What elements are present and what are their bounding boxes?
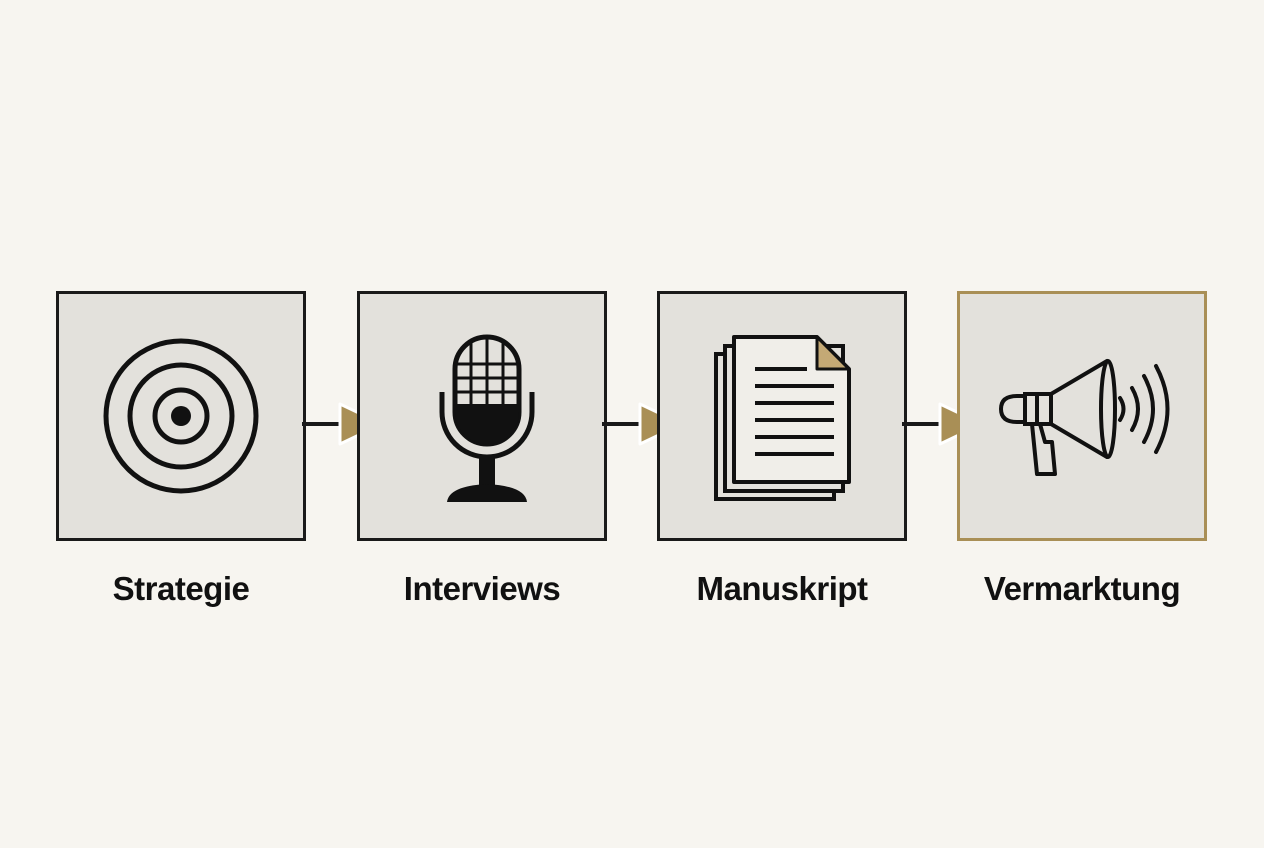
step-box — [957, 291, 1207, 541]
step-box — [56, 291, 306, 541]
microphone-icon — [439, 334, 535, 502]
step-label-manuskript: Manuskript — [696, 570, 868, 607]
step-label-strategie: Strategie — [112, 570, 250, 607]
step-label-interviews: Interviews — [403, 570, 561, 607]
documents-icon — [714, 335, 851, 501]
step-box — [657, 291, 907, 541]
step-vermarktung — [957, 291, 1207, 541]
step-label-vermarktung: Vermarktung — [983, 570, 1181, 607]
target-icon — [103, 338, 259, 494]
step-box — [357, 291, 607, 541]
megaphone-icon — [999, 359, 1170, 476]
step-manuskript — [657, 291, 907, 541]
step-strategie — [56, 291, 306, 541]
step-interviews — [357, 291, 607, 541]
